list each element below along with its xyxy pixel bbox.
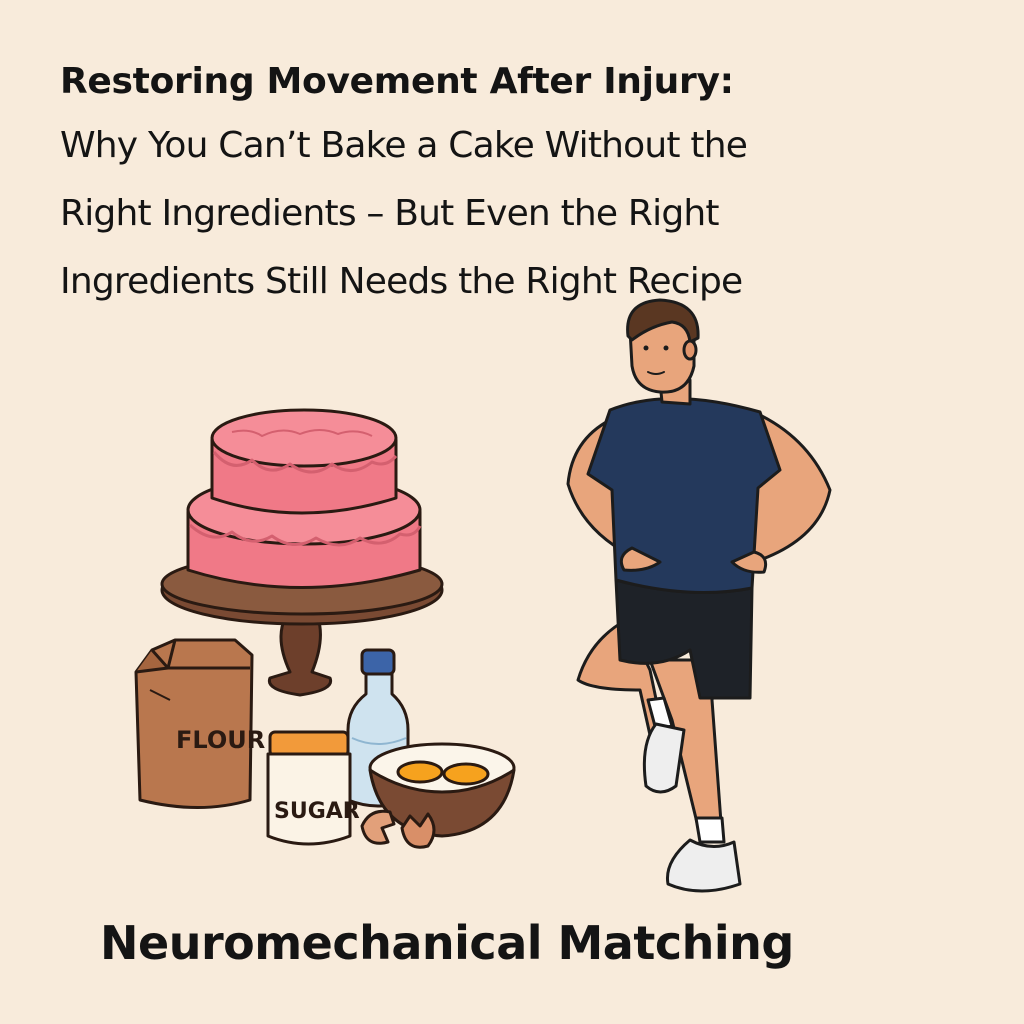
footer-caption: Neuromechanical Matching (100, 916, 794, 970)
flour-label: FLOUR (176, 726, 265, 754)
page-subtitle: Why You Can’t Bake a Cake Without the Ri… (60, 112, 980, 316)
cake-icon (186, 408, 422, 589)
illustration: FLOUR SUGAR (134, 298, 832, 893)
page-title: Restoring Movement After Injury: (60, 61, 734, 102)
sugar-jar-icon: SUGAR (266, 730, 360, 846)
egg-bowl-icon (360, 742, 516, 849)
person-balancing-icon (566, 298, 832, 893)
title-block: Restoring Movement After Injury: Why You… (60, 52, 980, 316)
subtitle-line-1: Why You Can’t Bake a Cake Without the (60, 125, 748, 166)
flour-bag-icon: FLOUR (134, 638, 265, 809)
subtitle-line-3: Ingredients Still Needs the Right Recipe (60, 261, 743, 302)
subtitle-line-2: Right Ingredients – But Even the Right (60, 193, 720, 234)
sugar-label: SUGAR (274, 799, 360, 824)
